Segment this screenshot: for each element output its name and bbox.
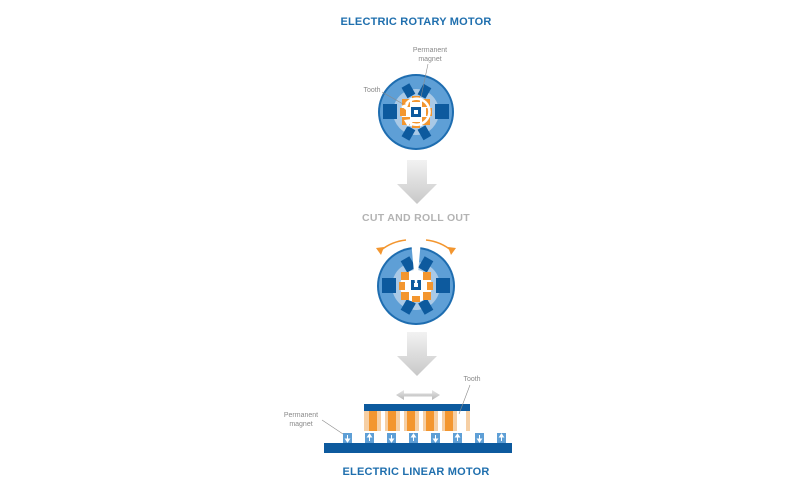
magnet-up-arrow-icon xyxy=(410,433,417,441)
magnet-up-arrow-icon xyxy=(454,433,461,441)
cut-rotor-teeth xyxy=(399,272,433,302)
rotary-motor xyxy=(378,63,454,150)
linear-tooth-label: Tooth xyxy=(463,376,481,383)
rotation-arrow-icon xyxy=(401,97,431,127)
linear-mover xyxy=(364,411,470,431)
magnet-polarity-arrows xyxy=(344,433,505,443)
cut-wedge xyxy=(411,240,421,284)
magnet-down-arrow-icon xyxy=(432,435,439,443)
rotary-magnet-leader xyxy=(420,63,429,98)
down-arrow-icon xyxy=(397,160,437,204)
magnet-up-arrow-icon xyxy=(366,433,373,441)
cut-stator-slots xyxy=(382,256,450,315)
rotary-tooth-leader xyxy=(381,91,404,105)
linear-teeth xyxy=(369,411,466,431)
linear-permanent-magnets xyxy=(343,433,506,443)
magnet-down-arrow-icon xyxy=(476,435,483,443)
rotary-tooth-label: Tooth xyxy=(363,87,381,94)
linear-tooth-leader xyxy=(458,384,471,415)
magnet-down-arrow-icon xyxy=(344,435,351,443)
linear-motor xyxy=(321,384,512,453)
cut-rotary-motor xyxy=(376,239,456,325)
down-arrow-icon xyxy=(397,332,437,376)
linear-track-base xyxy=(324,443,512,453)
rotary-stator-slots xyxy=(383,83,449,141)
linear-stator-back xyxy=(364,404,470,411)
linear-magnet-label: Permanent magnet xyxy=(283,412,319,428)
cut-roll-out-label: CUT AND ROLL OUT xyxy=(361,212,471,224)
rotary-magnet-label: Permanent magnet xyxy=(412,47,448,63)
unroll-right-arrow-icon xyxy=(425,239,456,255)
rotary-motor-title: ELECTRIC ROTARY MOTOR xyxy=(340,16,492,28)
magnet-down-arrow-icon xyxy=(388,435,395,443)
linear-motor-title: ELECTRIC LINEAR MOTOR xyxy=(342,466,490,478)
linear-magnet-leader xyxy=(321,419,344,435)
double-arrow-icon xyxy=(396,390,440,400)
magnet-up-arrow-icon xyxy=(498,433,505,441)
unroll-left-arrow-icon xyxy=(376,239,407,255)
